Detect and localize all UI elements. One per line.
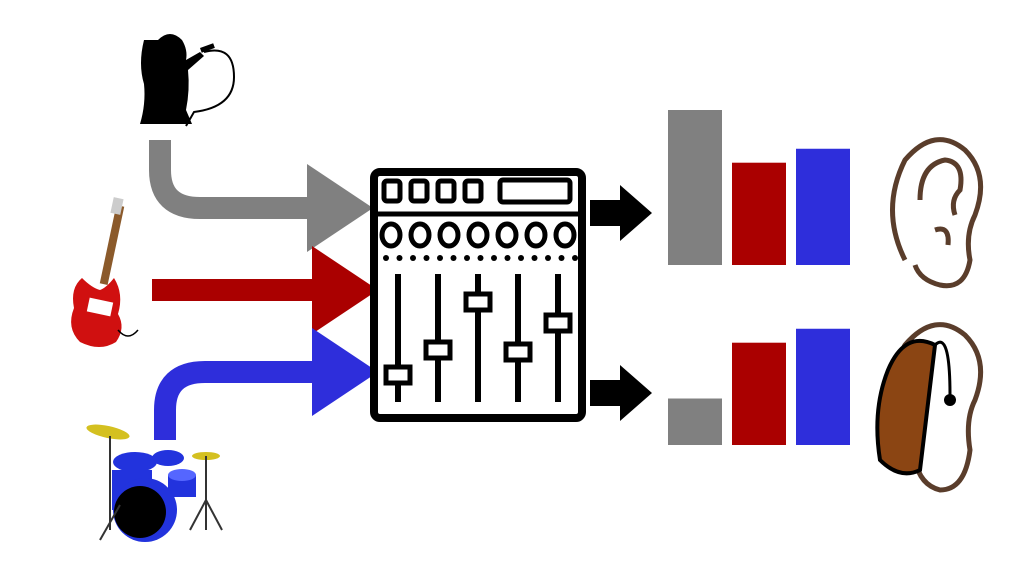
- mixer-dot: [410, 255, 416, 261]
- mixer-dot: [491, 255, 497, 261]
- mixer-dot: [504, 255, 511, 261]
- mixer-knob: [524, 221, 548, 249]
- mixer-button: [462, 178, 484, 204]
- fader-knob: [383, 364, 413, 386]
- mixer-button: [408, 178, 430, 204]
- mixer-knob: [495, 221, 519, 249]
- fader-knob: [423, 339, 453, 361]
- level-bar-vocals: [668, 398, 722, 445]
- mixer-dot: [423, 255, 430, 261]
- level-bar-guitar: [732, 342, 786, 445]
- fader-knob: [463, 291, 493, 313]
- level-bar-drums: [796, 148, 850, 265]
- level-bar-drums: [796, 328, 850, 445]
- electric-guitar-icon: [71, 197, 139, 347]
- singer-icon: [140, 34, 236, 127]
- ear-with-hearing-aid-icon: [875, 322, 984, 493]
- mixer-dot: [450, 255, 457, 261]
- mixing-console-icon: [370, 168, 586, 422]
- drum-kit-icon: [86, 424, 223, 542]
- mixer-dot: [464, 255, 470, 261]
- output-arrow-top: [590, 185, 652, 241]
- mixer-knob: [408, 221, 432, 249]
- level-bar-vocals: [668, 110, 722, 265]
- fader-knob: [503, 341, 533, 363]
- mixer-knob: [466, 221, 490, 249]
- fader-knob: [543, 312, 573, 334]
- mixer-dot: [545, 255, 551, 261]
- mixer-knob: [553, 221, 577, 249]
- mixer-knob: [437, 221, 461, 249]
- mixer-button: [381, 178, 403, 204]
- mixer-dot: [396, 255, 403, 261]
- mixer-dot: [383, 255, 389, 261]
- ear-icon: [890, 137, 984, 289]
- output-arrow-bottom: [590, 365, 652, 421]
- level-bar-guitar: [732, 162, 786, 265]
- mixer-button: [435, 178, 457, 204]
- mixer-dot: [437, 255, 443, 261]
- mixer-dot: [477, 255, 484, 261]
- mixer-knob: [379, 221, 403, 249]
- mixer-dot: [572, 255, 578, 261]
- mixer-dot: [518, 255, 524, 261]
- mixer-dot: [531, 255, 538, 261]
- mixer-dot: [558, 255, 565, 261]
- drums-arrow: [154, 328, 378, 440]
- vocals-arrow: [149, 140, 373, 252]
